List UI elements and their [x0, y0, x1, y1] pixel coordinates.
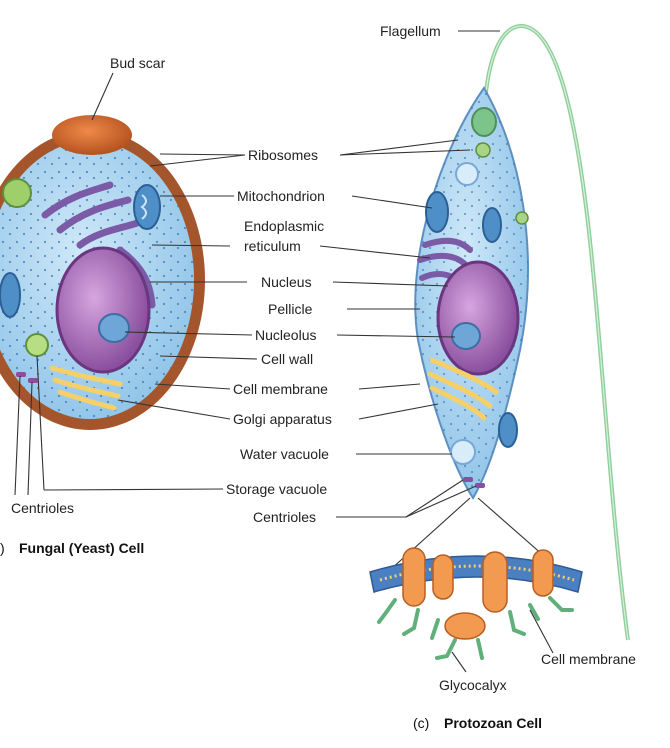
fungal-centrioles [16, 372, 38, 383]
leader-lines [14, 30, 554, 673]
label-bud-scar: Bud scar [110, 55, 166, 71]
protozoan-golgi [427, 357, 499, 421]
caption-fungal-title: Fungal (Yeast) Cell [19, 540, 144, 556]
label-mitochondrion: Mitochondrion [237, 188, 325, 204]
label-nucleolus: Nucleolus [255, 327, 316, 343]
label-cell-membrane-inset: Cell membrane [541, 651, 636, 667]
label-pellicle: Pellicle [268, 301, 313, 317]
label-nucleus: Nucleus [261, 274, 312, 290]
fungal-mitochondrion [133, 184, 161, 230]
fungal-golgi [49, 365, 123, 411]
label-reticulum: reticulum [244, 238, 301, 254]
fungal-storage-vacuole [2, 178, 32, 208]
protozoan-ribosome-vacuole [455, 162, 479, 186]
caption-fungal-prefix: ) [0, 540, 5, 556]
protozoan-mitochondrion [425, 191, 449, 233]
basal-body [471, 107, 497, 137]
protozoan-cell [414, 23, 630, 641]
label-golgi: Golgi apparatus [233, 411, 332, 427]
glycocalyx-chains [377, 596, 574, 660]
captions: ) Fungal (Yeast) Cell (c) Protozoan Cell [0, 540, 542, 731]
label-ribosomes: Ribosomes [248, 147, 318, 163]
label-endoplasmic: Endoplasmic [244, 218, 324, 234]
label-storage-vacuole: Storage vacuole [226, 481, 327, 497]
label-glycocalyx: Glycocalyx [439, 677, 507, 693]
label-water-vacuole: Water vacuole [240, 446, 329, 462]
label-flagellum: Flagellum [380, 23, 441, 39]
protozoan-nucleolus [451, 322, 481, 350]
labels: Flagellum Bud scar Ribosomes Mitochondri… [11, 23, 636, 693]
membrane-proteins [402, 547, 554, 640]
label-cell-wall: Cell wall [261, 351, 313, 367]
bud-scar [52, 115, 132, 155]
label-cell-membrane: Cell membrane [233, 381, 328, 397]
fungal-nucleolus [98, 313, 130, 343]
fungal-cell [0, 115, 205, 430]
caption-protozoan-prefix: (c) [413, 715, 429, 731]
fungal-nucleus [55, 246, 151, 374]
protozoan-nucleus [436, 260, 520, 376]
label-centrioles-left: Centrioles [11, 500, 74, 516]
membrane-inset [369, 497, 583, 660]
protozoan-centrioles [463, 477, 485, 488]
caption-protozoan-title: Protozoan Cell [444, 715, 542, 731]
water-vacuole [450, 439, 476, 465]
label-centrioles-center: Centrioles [253, 509, 316, 525]
